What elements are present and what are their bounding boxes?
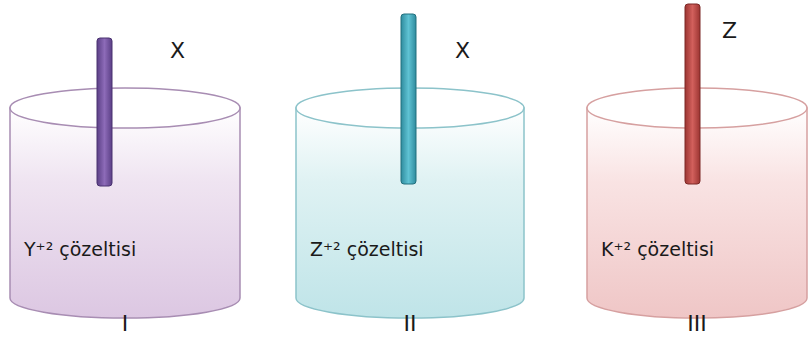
electrode-label: X — [455, 38, 470, 63]
beaker-number: II — [404, 311, 417, 336]
solution-beaker: K⁺² çözeltisi — [597, 228, 797, 270]
beaker-number: I — [122, 311, 129, 336]
solution-beaker: Y⁺² çözeltisi — [20, 228, 230, 270]
beaker-number: III — [687, 311, 706, 336]
solution-label: K⁺² çözeltisi — [601, 238, 714, 260]
beaker — [587, 4, 807, 318]
beaker — [10, 38, 240, 318]
electrode-label: Z — [722, 18, 737, 43]
solution-label: Z⁺² çözeltisi — [310, 238, 424, 260]
beaker — [296, 14, 524, 318]
solution-beaker: Z⁺² çözeltisi — [306, 228, 514, 270]
electrode-label: X — [170, 38, 185, 63]
solution-label: Y⁺² çözeltisi — [24, 238, 136, 260]
